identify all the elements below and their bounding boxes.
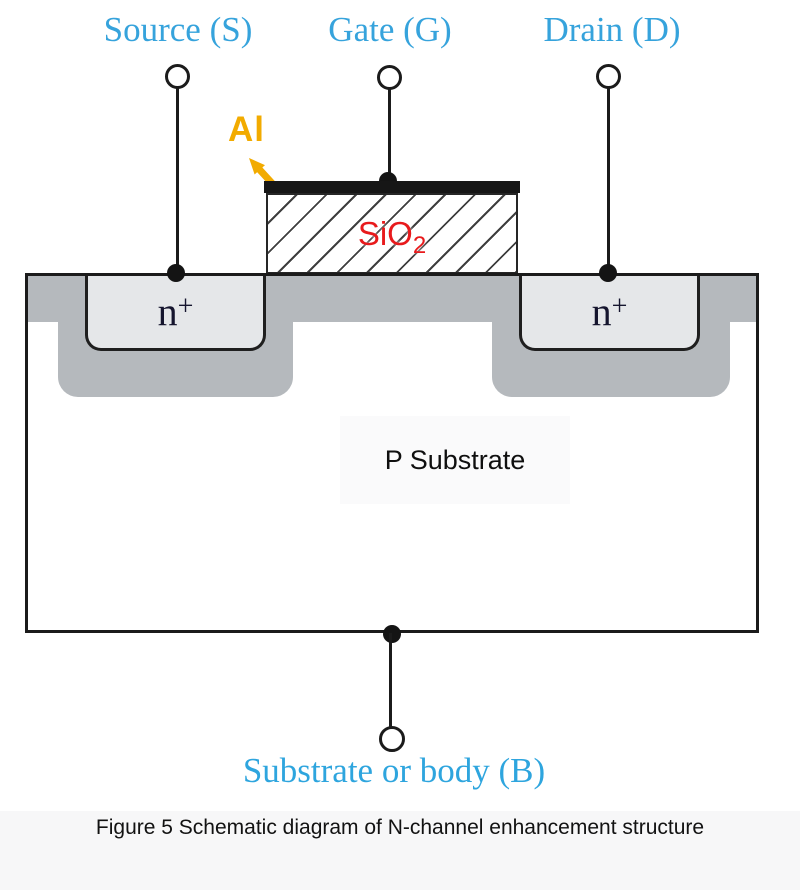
p-substrate-box: n+ n+ P Substrate — [25, 273, 759, 633]
body-terminal-label: Substrate or body (B) — [242, 751, 546, 790]
p-substrate-label: P Substrate — [384, 444, 526, 475]
sio2-oxide-region: SiO2 — [266, 193, 518, 274]
source-terminal-label: Source (S) — [103, 10, 253, 49]
drain-terminal-label: Drain (D) — [543, 10, 681, 49]
drain-contact-dot — [599, 264, 617, 282]
figure-caption: Figure 5 Schematic diagram of N-channel … — [95, 816, 705, 839]
gate-terminal-circle — [377, 65, 402, 90]
source-contact-dot — [167, 264, 185, 282]
body-wire — [389, 633, 392, 728]
drain-terminal-circle — [596, 64, 621, 89]
caption-background — [0, 811, 800, 890]
gate-terminal-label: Gate (G) — [328, 10, 452, 49]
body-contact-dot — [383, 625, 401, 643]
drain-n-plus-well: n+ — [519, 276, 700, 351]
aluminum-label: Al — [228, 110, 265, 149]
source-n-plus-well: n+ — [85, 276, 266, 351]
drain-wire — [607, 88, 610, 274]
source-wire — [176, 88, 179, 274]
p-substrate-label-area: P Substrate — [340, 416, 570, 504]
gate-metal-bar — [264, 181, 520, 193]
gate-wire — [388, 89, 391, 182]
source-n-plus-label: n+ — [157, 289, 194, 334]
body-terminal-circle — [379, 726, 405, 752]
drain-n-plus-label: n+ — [591, 289, 628, 334]
source-terminal-circle — [165, 64, 190, 89]
sio2-label: SiO2 — [357, 215, 427, 259]
